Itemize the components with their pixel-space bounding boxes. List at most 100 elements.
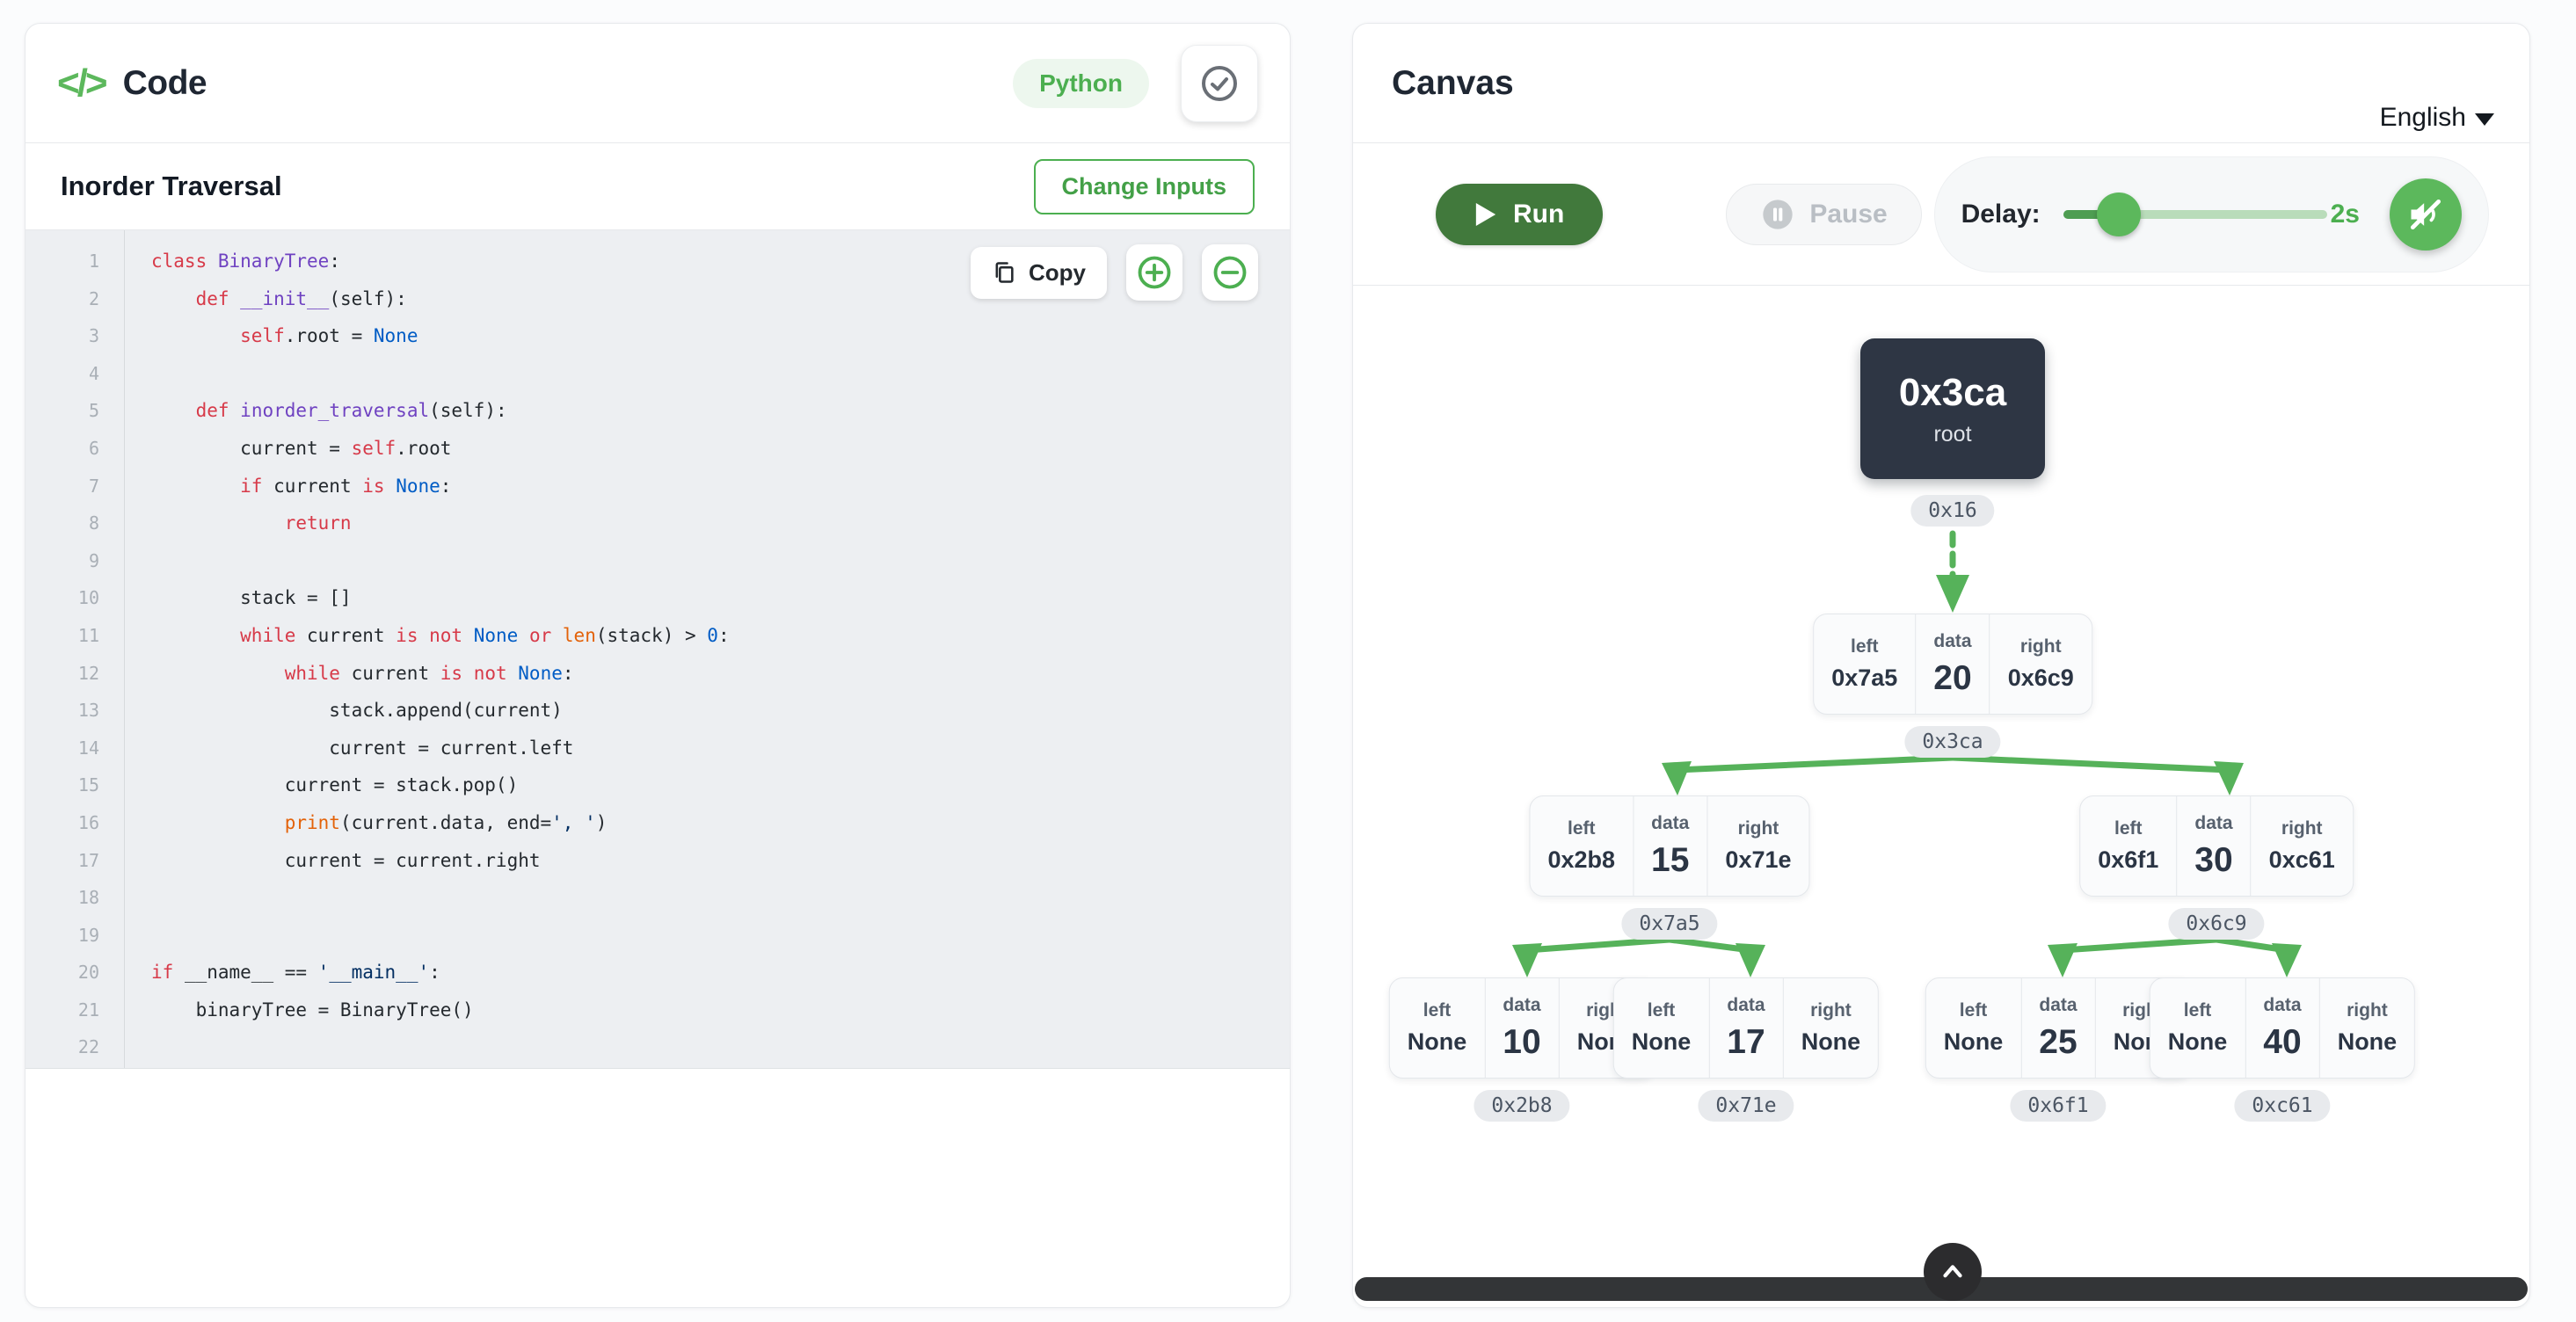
check-circle-icon: [1198, 62, 1241, 105]
cell-label: data: [2039, 994, 2078, 1015]
minus-circle-icon: [1211, 253, 1249, 292]
volume-muted-icon: [2406, 195, 2445, 234]
code-line: 18: [25, 879, 1290, 917]
cell-label: left: [1647, 1000, 1676, 1021]
cell-value: None: [1943, 1028, 2004, 1055]
tree-connectors: [1512, 530, 2302, 977]
line-number: 9: [25, 541, 125, 580]
root-pointer-node[interactable]: 0x3ca root: [1860, 338, 2045, 479]
canvas-title: Canvas: [1392, 64, 1514, 102]
cell-label: data: [1503, 994, 1541, 1015]
node-address-badge: 0x6c9: [2168, 908, 2265, 940]
line-number: 7: [25, 467, 125, 505]
cell-label: right: [2281, 818, 2323, 839]
language-badge: Python: [1013, 58, 1149, 108]
cell-label: right: [1737, 818, 1779, 839]
line-number: 16: [25, 803, 125, 842]
code-line-text: return: [284, 512, 352, 534]
cell-label: left: [1959, 1000, 1988, 1021]
zoom-out-button[interactable]: [1202, 244, 1258, 301]
slider-thumb[interactable]: [2096, 192, 2141, 236]
line-number: 20: [25, 954, 125, 992]
code-line-text: current = stack.pop(): [151, 774, 519, 796]
node-address-badge: 0x6f1: [2010, 1090, 2107, 1122]
code-line: 3 self.root = None: [25, 317, 1290, 355]
cell-label: data: [2194, 812, 2233, 833]
code-line-text: [125, 542, 151, 580]
code-line-text: while current is not None:: [284, 662, 574, 684]
line-number: 8: [25, 505, 125, 542]
language-selector[interactable]: English: [2380, 103, 2494, 133]
code-line-text: [125, 917, 151, 955]
delay-label: Delay:: [1961, 199, 2041, 229]
root-address: 0x3ca: [1898, 370, 2007, 414]
scroll-up-button[interactable]: [1924, 1243, 1982, 1301]
cell-label: data: [1727, 994, 1765, 1015]
pause-button[interactable]: Pause: [1726, 183, 1922, 245]
code-line-text: stack = []: [151, 587, 352, 609]
line-number: 19: [25, 916, 125, 955]
cell-label: right: [2019, 636, 2062, 657]
language-selector-value: English: [2379, 103, 2466, 132]
code-line: 16 print(current.data, end=', '): [25, 803, 1290, 842]
delay-slider[interactable]: [2063, 192, 2327, 236]
copy-icon: [992, 260, 1016, 285]
code-line: 11 while current is not None or len(stac…: [25, 616, 1290, 655]
algorithm-header: Inorder Traversal Change Inputs: [25, 143, 1290, 230]
copy-button[interactable]: Copy: [971, 246, 1107, 299]
change-inputs-button[interactable]: Change Inputs: [1033, 158, 1255, 214]
code-line: 4: [25, 354, 1290, 393]
play-icon: [1474, 201, 1497, 228]
code-line-text: stack.append(current): [151, 700, 563, 722]
code-line: 14 current = current.left: [25, 729, 1290, 767]
code-panel-header: </> Code Python: [25, 24, 1290, 143]
code-line: 8 return: [25, 505, 1290, 542]
code-line-text: def __init__(self):: [195, 287, 407, 309]
chevron-up-icon: [1938, 1257, 1968, 1287]
run-button[interactable]: Run: [1436, 183, 1604, 245]
line-number: 11: [25, 616, 125, 655]
code-line: 5 def inorder_traversal(self):: [25, 392, 1290, 430]
node-address-badge: 0x2b8: [1474, 1090, 1570, 1122]
delay-value: 2s: [2330, 199, 2360, 229]
line-number: 1: [25, 243, 125, 280]
code-line-text: current = current.left: [151, 737, 574, 759]
code-line-text: binaryTree = BinaryTree(): [151, 999, 474, 1021]
cell-value: None: [1801, 1028, 1861, 1055]
cell-value: 15: [1651, 840, 1690, 879]
validate-code-button[interactable]: [1181, 44, 1258, 122]
mute-button[interactable]: [2390, 178, 2462, 251]
zoom-in-button[interactable]: [1126, 244, 1182, 301]
cell-label: left: [2183, 1000, 2212, 1021]
code-line: 22: [25, 1028, 1290, 1067]
cell-value: 0x2b8: [1547, 846, 1616, 873]
code-line: 10 stack = []: [25, 579, 1290, 617]
cell-label: left: [1851, 636, 1879, 657]
chevron-down-icon: [2475, 113, 2494, 126]
canvas-toolbar: Run Pause Delay: 2s: [1353, 143, 2529, 286]
root-label: root: [1933, 421, 1972, 447]
code-line: 7 if current is None:: [25, 467, 1290, 505]
code-line-text: while current is not None or len(stack) …: [240, 624, 730, 646]
cell-value: 20: [1933, 658, 1972, 697]
code-line-text: [125, 1028, 151, 1066]
